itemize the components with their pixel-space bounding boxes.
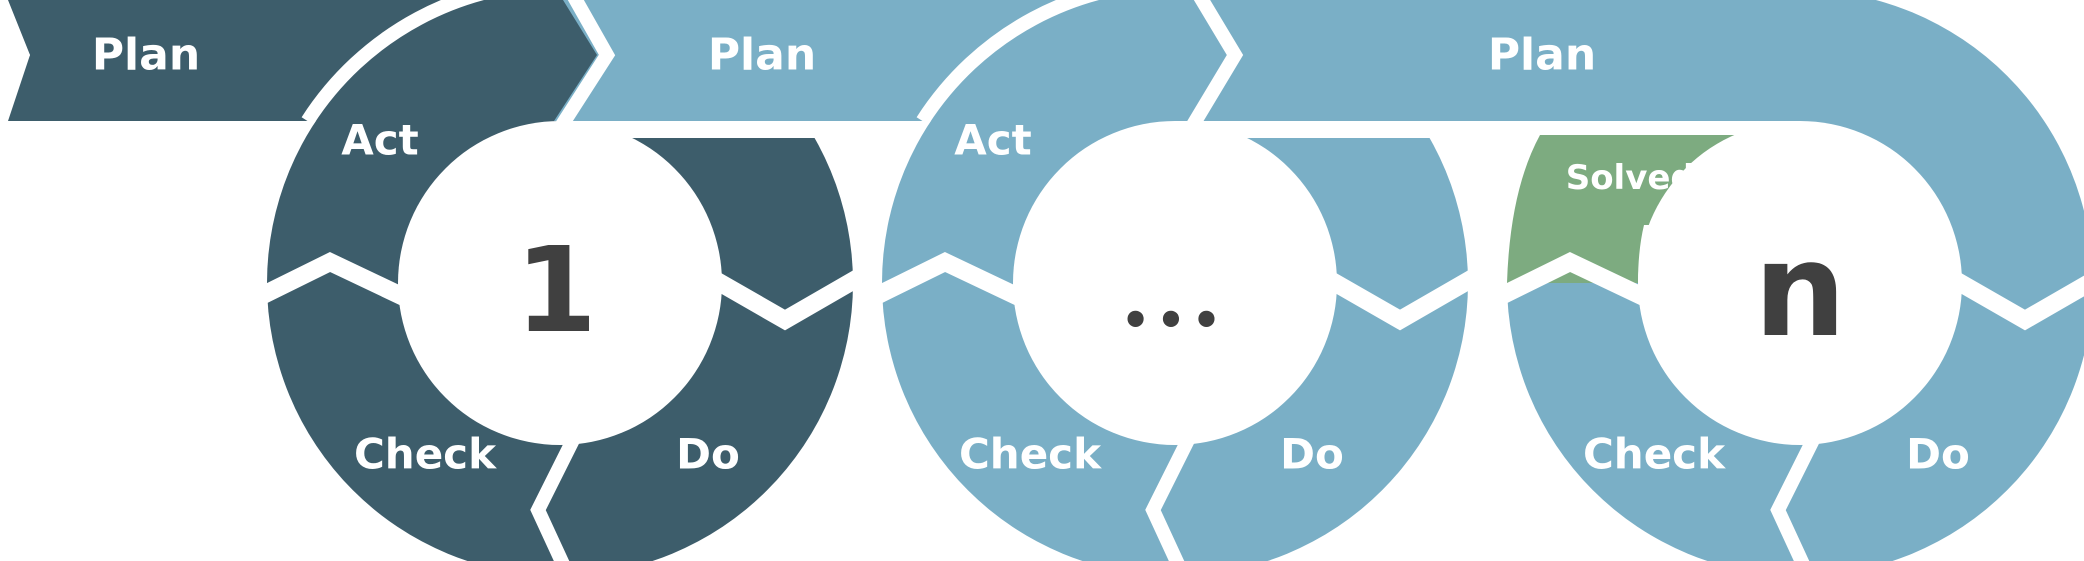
cycle-3-left-gap (1493, 252, 1654, 309)
cycle-2-bottom-gap (1145, 426, 1200, 561)
cycle-3-bottom-gap (1770, 426, 1825, 561)
solved-tag-label: Solved! (1566, 158, 1711, 198)
cycle-n-letter: n (1754, 214, 1847, 366)
cycle-n-check-label: Check (1583, 430, 1726, 479)
cycle-n-plan-band (1185, 0, 1800, 121)
cycle-1-left-gap (253, 252, 414, 309)
cycle-2-plan-label: Plan (708, 30, 816, 81)
cycle-2-left-gap (868, 252, 1029, 309)
cycle-2-top-gap (1175, 121, 1480, 138)
cycle-2-act-gap (916, 0, 1100, 125)
cycle-1-bottom-gap (530, 426, 585, 561)
cycle-2-act-label: Act (954, 116, 1031, 165)
chevron-gap-1 (556, 0, 616, 129)
cycle-2-center (1013, 121, 1337, 445)
cycle-1-number: 1 (515, 221, 597, 359)
cycle-1-check-label: Check (354, 430, 497, 479)
chevron-gap-2 (1186, 0, 1244, 129)
left-notch (0, 0, 30, 121)
cycle-1-plan-band (0, 0, 597, 121)
cycle-3-right-gap (1945, 269, 2084, 331)
cycle-1-right-gap (705, 267, 868, 331)
cycle-1-act-gap (301, 0, 485, 125)
cycle-2-right-gap (1320, 267, 1483, 331)
cycle-n-plan-label: Plan (1488, 30, 1596, 81)
cycle-1-top-gap (560, 121, 865, 138)
cycle-2-plan-band (554, 0, 1225, 121)
cycle-1-plan-label: Plan (92, 30, 200, 81)
cycle-1-act-label: Act (341, 116, 418, 165)
cycle-2-do-label: Do (1280, 430, 1344, 479)
cycle-n-do-label: Do (1906, 430, 1970, 479)
cycle-3-center (1638, 121, 1962, 445)
cycle-1-do-label: Do (676, 430, 740, 479)
cycle-2-ellipsis: ••• (1121, 293, 1227, 347)
cycle-2-check-label: Check (959, 430, 1102, 479)
cycle-1-center (398, 121, 722, 445)
